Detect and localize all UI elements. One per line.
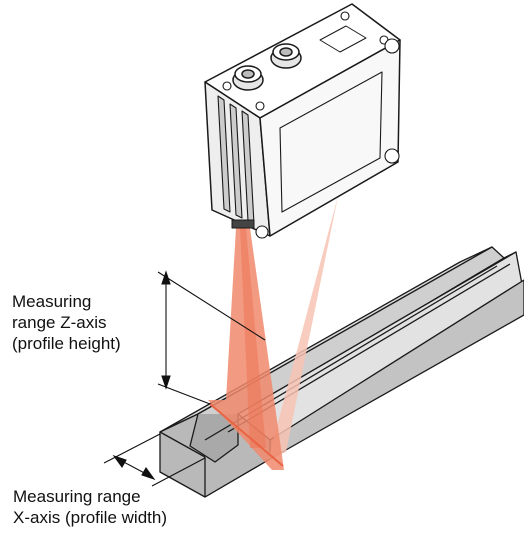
sensor-cooling-fins	[217, 95, 255, 225]
z-axis-dimension	[157, 270, 266, 405]
sensor-side-panel	[279, 71, 383, 213]
rail-end-groove	[189, 413, 239, 463]
z-axis-label-line-3: (profile height)	[12, 334, 121, 353]
sensor-connector-left	[232, 65, 264, 91]
sensor-bolts	[222, 11, 400, 239]
z-arrow-head-bottom	[161, 375, 171, 390]
x-axis-dimension	[103, 433, 206, 487]
z-axis-range-label: Measuring range Z-axis (profile height)	[12, 291, 121, 354]
x-arrow-head-right	[141, 466, 156, 481]
x-arrow-head-left	[112, 454, 127, 469]
laser-sensor	[204, 3, 401, 239]
laser-line-on-rail	[209, 403, 284, 467]
x-axis-label-line-1: Measuring range	[13, 487, 141, 506]
sensor-side-face	[259, 39, 401, 237]
laser-beams	[208, 196, 338, 470]
z-axis-label-line-1: Measuring	[12, 292, 92, 311]
x-axis-label-line-2: X-axis (profile width)	[13, 508, 167, 527]
z-arrow-head-top	[161, 270, 171, 285]
sensor-connector-right	[270, 43, 302, 69]
z-axis-label-line-2: range Z-axis	[12, 313, 107, 332]
x-extension-left	[103, 433, 161, 464]
measured-rail-profile	[159, 246, 524, 498]
x-axis-range-label: Measuring range X-axis (profile width)	[13, 486, 167, 528]
x-extension-right	[151, 457, 206, 487]
reflected-beam	[268, 196, 338, 460]
sensor-label-plate	[319, 25, 367, 53]
sensor-optical-window	[231, 219, 255, 229]
laser-fan-core	[240, 228, 266, 448]
z-extension-top	[157, 271, 266, 341]
